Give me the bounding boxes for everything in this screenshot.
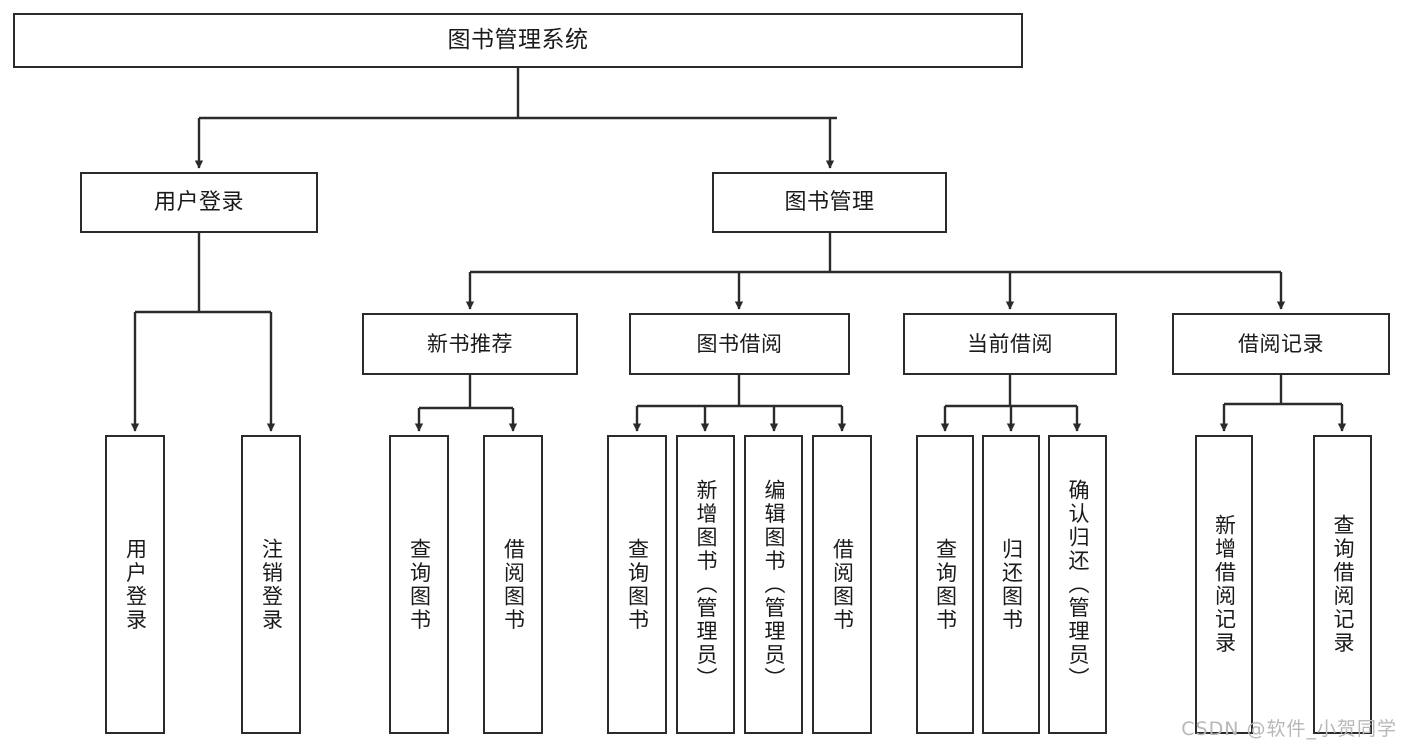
node-label: 当前借阅 xyxy=(967,331,1053,356)
node-book-borrow[interactable]: 图书借阅 xyxy=(629,313,850,375)
node-label: 新增借阅记录 xyxy=(1212,514,1237,655)
leaf-borrow-record-add[interactable]: 新增借阅记录 xyxy=(1195,435,1253,734)
node-label: 借阅图书 xyxy=(501,537,526,632)
node-user-login[interactable]: 用户登录 xyxy=(80,172,318,233)
node-label: 编辑图书（管理员） xyxy=(762,478,786,691)
leaf-current-borrow-confirm-return[interactable]: 确认归还（管理员） xyxy=(1048,435,1107,734)
node-label: 查询图书 xyxy=(407,537,432,632)
leaf-book-borrow-edit[interactable]: 编辑图书（管理员） xyxy=(744,435,803,734)
node-label: 确认归还（管理员） xyxy=(1066,478,1090,691)
node-label: 查询借阅记录 xyxy=(1331,514,1355,655)
node-label: 注销登录 xyxy=(259,537,284,632)
leaf-new-book-borrow[interactable]: 借阅图书 xyxy=(483,435,543,734)
node-label: 借阅图书 xyxy=(830,537,855,632)
node-label: 查询图书 xyxy=(625,537,650,632)
node-label: 图书借阅 xyxy=(696,331,783,356)
node-label: 归还图书 xyxy=(999,537,1024,632)
node-current-borrow[interactable]: 当前借阅 xyxy=(903,313,1117,375)
node-label: 图书管理系统 xyxy=(447,26,589,53)
leaf-book-borrow-add[interactable]: 新增图书（管理员） xyxy=(676,435,735,734)
node-root-system[interactable]: 图书管理系统 xyxy=(13,13,1023,68)
node-label: 查询图书 xyxy=(933,537,958,632)
node-label: 新书推荐 xyxy=(427,331,513,356)
watermark-text: CSDN @软件_小贺同学 xyxy=(1181,718,1397,740)
node-label: 用户登录 xyxy=(153,189,244,215)
node-label: 用户登录 xyxy=(123,537,148,632)
node-new-book-recommend[interactable]: 新书推荐 xyxy=(362,313,578,375)
leaf-book-borrow-borrow[interactable]: 借阅图书 xyxy=(812,435,872,734)
node-label: 借阅记录 xyxy=(1238,331,1324,356)
node-label: 新增图书（管理员） xyxy=(694,478,718,691)
leaf-new-book-query[interactable]: 查询图书 xyxy=(389,435,449,734)
node-borrow-record[interactable]: 借阅记录 xyxy=(1172,313,1390,375)
leaf-user-login-logout[interactable]: 注销登录 xyxy=(241,435,301,734)
leaf-current-borrow-query[interactable]: 查询图书 xyxy=(916,435,974,734)
node-book-management[interactable]: 图书管理 xyxy=(712,172,947,233)
leaf-user-login-login[interactable]: 用户登录 xyxy=(105,435,165,734)
node-label: 图书管理 xyxy=(784,189,875,215)
leaf-borrow-record-query[interactable]: 查询借阅记录 xyxy=(1313,435,1372,734)
leaf-current-borrow-return[interactable]: 归还图书 xyxy=(982,435,1040,734)
leaf-book-borrow-query[interactable]: 查询图书 xyxy=(607,435,667,734)
